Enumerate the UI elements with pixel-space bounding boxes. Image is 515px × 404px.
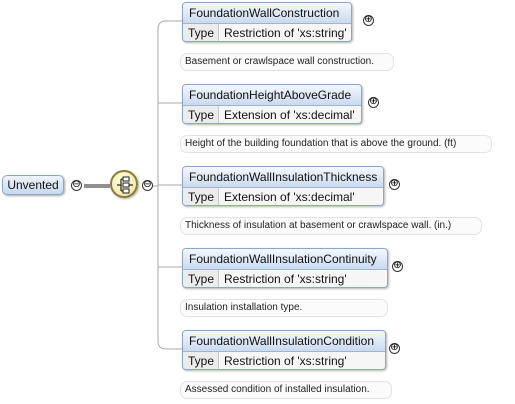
element-documentation: Assessed condition of installed insulati…: [180, 381, 392, 399]
type-key-label: Type: [183, 270, 219, 287]
root-element-unvented[interactable]: Unvented: [2, 175, 64, 195]
type-value: Restriction of 'xs:string': [219, 270, 387, 287]
expand-icon[interactable]: ⊕: [389, 342, 400, 354]
type-value: Extension of 'xs:decimal': [219, 188, 383, 205]
type-key-label: Type: [183, 24, 219, 41]
element-type-row: Type Extension of 'xs:decimal': [183, 106, 361, 123]
element-foundation-wall-construction[interactable]: FoundationWallConstruction Type Restrict…: [182, 2, 352, 42]
element-name: FoundationWallInsulationThickness: [183, 167, 383, 188]
element-foundation-height-above-grade[interactable]: FoundationHeightAboveGrade Type Extensio…: [182, 84, 362, 124]
sequence-icon: [117, 176, 133, 194]
element-type-row: Type Restriction of 'xs:string': [183, 270, 387, 287]
element-foundation-wall-insulation-continuity[interactable]: FoundationWallInsulationContinuity Type …: [182, 248, 388, 288]
compositor-collapse-icon[interactable]: ⊖: [142, 179, 153, 191]
element-type-row: Type Extension of 'xs:decimal': [183, 188, 383, 205]
type-value: Extension of 'xs:decimal': [219, 106, 361, 123]
expand-icon[interactable]: ⊕: [389, 178, 400, 190]
element-name: FoundationWallInsulationContinuity: [183, 249, 387, 270]
element-documentation: Insulation installation type.: [180, 299, 388, 317]
type-value: Restriction of 'xs:string': [219, 352, 385, 369]
expand-icon[interactable]: ⊕: [363, 14, 374, 26]
element-type-row: Type Restriction of 'xs:string': [183, 352, 385, 369]
root-collapse-icon[interactable]: ⊖: [71, 179, 82, 191]
root-element-label: Unvented: [7, 178, 59, 192]
element-name: FoundationWallInsulationCondition: [183, 331, 385, 352]
element-name: FoundationWallConstruction: [183, 3, 351, 24]
element-documentation: Basement or crawlspace wall construction…: [180, 53, 394, 71]
type-key-label: Type: [183, 352, 219, 369]
element-documentation: Height of the building foundation that i…: [180, 135, 492, 153]
type-key-label: Type: [183, 106, 219, 123]
type-value: Restriction of 'xs:string': [219, 24, 351, 41]
element-documentation: Thickness of insulation at basement or c…: [180, 217, 482, 235]
element-foundation-wall-insulation-thickness[interactable]: FoundationWallInsulationThickness Type E…: [182, 166, 384, 206]
type-key-label: Type: [183, 188, 219, 205]
element-type-row: Type Restriction of 'xs:string': [183, 24, 351, 41]
element-foundation-wall-insulation-condition[interactable]: FoundationWallInsulationCondition Type R…: [182, 330, 386, 370]
element-name: FoundationHeightAboveGrade: [183, 85, 361, 106]
sequence-compositor[interactable]: [110, 170, 138, 198]
expand-icon[interactable]: ⊕: [392, 260, 403, 272]
expand-icon[interactable]: ⊕: [368, 96, 379, 108]
